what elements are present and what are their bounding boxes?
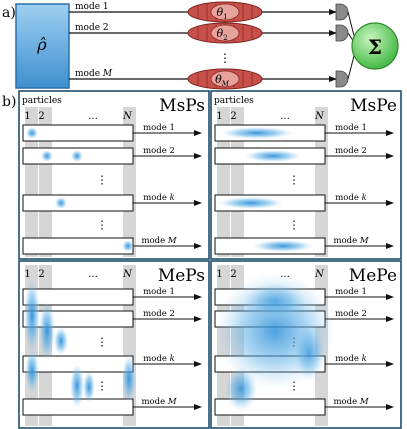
column-header: 1	[24, 111, 30, 122]
wavefunction-blob	[122, 355, 136, 403]
mode-lines: mode 1 θ1 mode 2 θ2 mode M θM	[69, 1, 355, 90]
wavefunction-blob	[41, 150, 53, 162]
mode-box	[22, 124, 134, 142]
mode-box	[22, 288, 134, 306]
wavefunction-blob	[83, 371, 95, 403]
column-header: …	[88, 269, 98, 280]
column-header: …	[88, 111, 98, 122]
mode-label: mode k	[143, 354, 175, 364]
wavefunction-blob	[24, 278, 40, 354]
column-header: N	[314, 269, 325, 280]
phase-label: θ1	[216, 6, 227, 21]
mode-label: mode k	[143, 193, 175, 203]
mode-label: mode M	[333, 236, 368, 246]
wavefunction-blob	[219, 197, 283, 209]
row-dots: ⋮	[97, 219, 108, 232]
row-dots: ⋮	[289, 174, 300, 187]
column-header: 1	[216, 269, 222, 280]
wavefunction-blob	[54, 327, 68, 355]
mode-label: mode M	[141, 236, 176, 246]
wavefunction-blob	[245, 283, 305, 319]
wavefunction-blob	[39, 301, 55, 361]
row-dots: ⋮	[97, 174, 108, 187]
mode-label: mode 2	[335, 309, 367, 319]
mode-label: mode 1	[335, 287, 367, 297]
mode-label: mode M	[141, 397, 176, 407]
detector-icon	[335, 3, 349, 21]
column-header: 1	[216, 111, 222, 122]
column-header: 2	[230, 111, 236, 122]
panel-title: MsPs	[159, 96, 205, 116]
mode-label: mode 1	[75, 2, 109, 12]
detector-icon	[335, 24, 349, 42]
wavefunction-blob	[25, 349, 39, 393]
column-header: 1	[24, 269, 30, 280]
wavefunction-blob	[70, 364, 84, 408]
phase-label: θ2	[216, 27, 227, 42]
row-dots: ⋮	[289, 219, 300, 232]
panel-title: MsPe	[350, 96, 397, 116]
column-header: 2	[38, 269, 44, 280]
row-dots: ⋮	[97, 336, 108, 349]
column-header: …	[280, 111, 290, 122]
particles-label: particles	[214, 96, 254, 106]
particle-column	[39, 107, 52, 257]
density-matrix-box	[15, 3, 70, 89]
wavefunction-blob	[225, 367, 257, 411]
sum-symbol: Σ	[368, 35, 382, 59]
mode-box	[22, 237, 134, 255]
mode-label: mode k	[335, 193, 367, 203]
mode-dots: ⋮	[219, 51, 231, 65]
wavefunction-blob	[71, 150, 83, 162]
wavefunction-blob	[122, 240, 134, 252]
mode-label: mode k	[335, 354, 367, 364]
phase-shifter: θ1	[187, 1, 263, 23]
mode-label: mode 1	[143, 287, 175, 297]
panel-title: MePs	[158, 266, 205, 286]
particle-column	[231, 107, 244, 257]
sum-connector	[347, 55, 355, 80]
particle-column	[25, 107, 38, 257]
phase-shifter: θ2	[187, 22, 263, 44]
wavefunction-blob	[245, 150, 301, 162]
row-dots: ⋮	[97, 380, 108, 393]
mode-label: mode 2	[143, 146, 175, 156]
mode-label: mode M	[75, 69, 113, 79]
particle-column	[217, 107, 230, 257]
column-header: 2	[38, 111, 44, 122]
mode-label: mode 2	[143, 309, 175, 319]
mode-label: mode 2	[335, 146, 367, 156]
column-header: N	[122, 269, 133, 280]
part-b-label: b)	[2, 94, 16, 110]
panel-title: MePe	[349, 266, 397, 286]
particle-column	[315, 107, 328, 257]
mode-box	[22, 194, 134, 212]
mode-label: mode M	[333, 397, 368, 407]
phase-shifter: θM	[187, 68, 263, 90]
mode-label: mode 1	[143, 123, 175, 133]
wavefunction-blob	[221, 127, 293, 139]
sum-node	[351, 22, 399, 70]
particles-label: particles	[22, 96, 62, 106]
detector-icon	[335, 70, 349, 88]
density-matrix-symbol: ρ̂	[36, 35, 47, 54]
column-header: 2	[230, 269, 236, 280]
column-header: N	[122, 111, 133, 122]
mode-label: mode 2	[75, 23, 109, 33]
sum-connector	[347, 11, 355, 36]
part-a-label: a)	[2, 5, 16, 21]
mode-label: mode 1	[335, 123, 367, 133]
wavefunction-blob	[293, 325, 325, 381]
column-header: N	[314, 111, 325, 122]
wavefunction-blob	[26, 127, 38, 139]
wavefunction-blob	[253, 240, 313, 252]
particle-column	[123, 107, 136, 257]
wavefunction-blob	[55, 197, 67, 209]
